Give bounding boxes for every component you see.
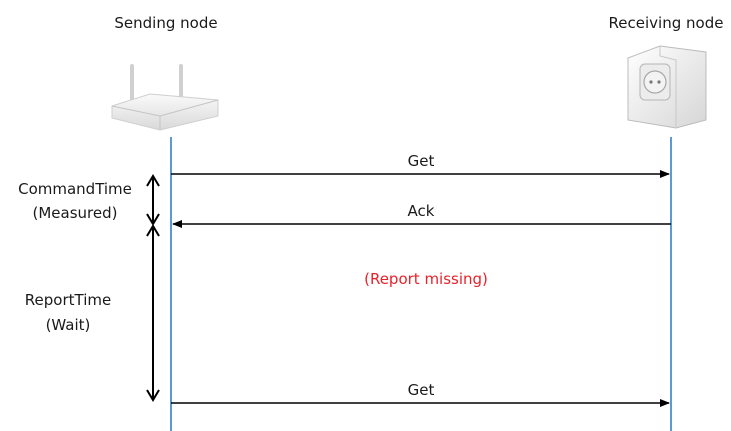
message-get-1: Get	[171, 152, 670, 178]
command-time-arrow	[146, 174, 160, 226]
wall-plug-icon	[627, 45, 707, 129]
sending-node-label: Sending node	[114, 14, 217, 32]
router-icon	[111, 64, 219, 131]
message-label: Get	[408, 152, 435, 170]
command-time-label: CommandTime	[18, 180, 132, 198]
receiving-node-label: Receiving node	[609, 14, 724, 32]
message-ack: Ack	[172, 202, 671, 228]
message-label: Get	[408, 381, 435, 399]
command-time-sublabel: (Measured)	[33, 204, 118, 222]
message-label: Ack	[408, 202, 435, 220]
report-time-label: ReportTime	[25, 291, 111, 309]
message-get-2: Get	[171, 381, 670, 407]
report-missing-note: (Report missing)	[364, 270, 488, 288]
report-time-arrow	[146, 224, 160, 402]
report-time-sublabel: (Wait)	[46, 316, 91, 334]
